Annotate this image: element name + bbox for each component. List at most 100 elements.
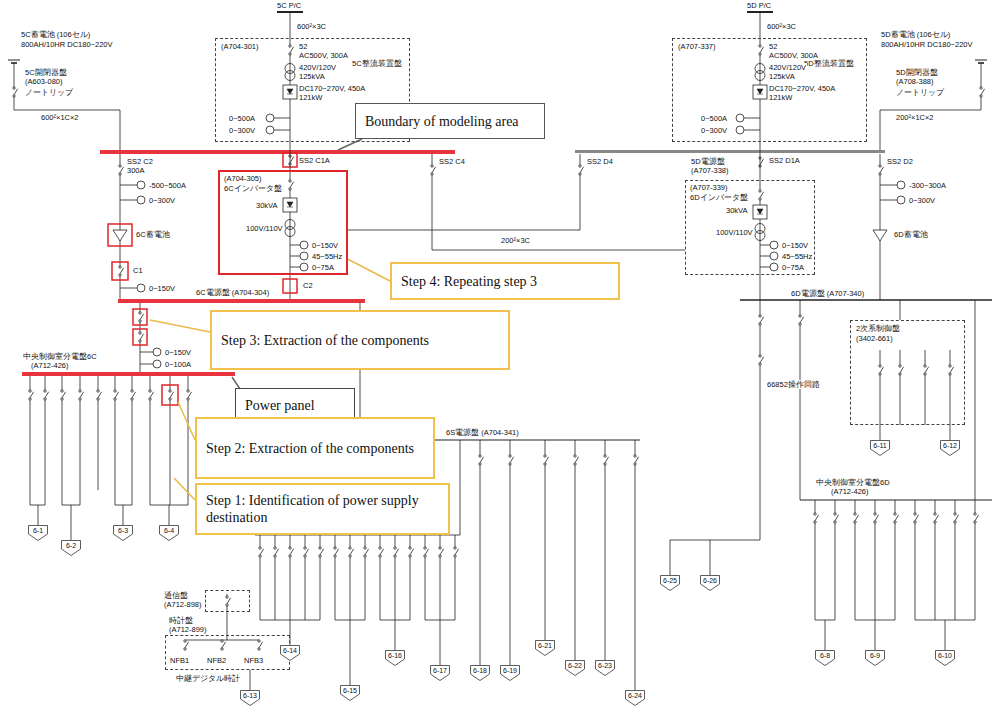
sheet-marker: 6-16 — [385, 650, 405, 666]
sheet-marker: 6-11 — [870, 440, 890, 456]
rating-label: 5D開閉器盤 — [895, 68, 939, 77]
breaker-symbol — [114, 390, 119, 400]
sheet-ref-number: 6-17 — [433, 665, 447, 675]
callout-pointer — [150, 320, 210, 332]
breaker-symbol — [759, 355, 764, 365]
breaker-symbol — [759, 45, 764, 55]
wire — [815, 500, 975, 650]
rating-label: AC500V, 300A — [298, 51, 349, 60]
sheet-marker: 6-4 — [159, 525, 179, 541]
breaker-symbol — [759, 190, 764, 200]
marker-pentagon — [160, 526, 179, 541]
rating-label: 100V/110V — [245, 224, 284, 233]
breaker-symbol — [894, 513, 899, 523]
rating-label: SS2 C4 — [438, 157, 466, 166]
panel-name: (A712-899) — [168, 625, 208, 634]
marker-pentagon — [596, 661, 615, 676]
rating-label: 6C電源盤 (A704-304) — [195, 288, 270, 297]
wire — [670, 300, 760, 575]
rating-label: SS2 D1A — [768, 156, 801, 165]
breaker-symbol — [226, 596, 231, 606]
sheet-marker: 6-1 — [28, 525, 48, 541]
callout-text: Power panel — [245, 397, 345, 414]
breaker-symbol — [424, 547, 429, 557]
meter-symbol — [300, 263, 308, 271]
breaker-symbol — [334, 547, 339, 557]
rating-label: 0~150V — [311, 241, 339, 250]
wire — [260, 620, 455, 685]
rating-label: 0~300V — [908, 196, 936, 205]
rating-label: 中央制御室分電盤6D — [815, 478, 891, 487]
rating-label: 6C蓄電池 — [135, 230, 171, 239]
rating-label: (A707-338) — [690, 166, 730, 175]
sheet-ref-number: 6-8 — [820, 650, 830, 660]
panel-name: 5C整流装置盤 — [351, 59, 403, 68]
red-highlight-band — [22, 372, 235, 376]
panel-name: 通信盤 — [163, 591, 189, 600]
panel-name: 2次系制御盤 — [855, 324, 901, 333]
converter-symbol — [283, 198, 297, 212]
rating-label: DC170~270V, 450A — [298, 84, 366, 93]
breaker-symbol — [924, 365, 929, 375]
rating-label: 420V/120V — [768, 63, 807, 72]
breaker-symbol — [139, 332, 144, 342]
sheet-ref-number: 6-2 — [66, 540, 76, 550]
sheet-ref-number: 6-26 — [703, 575, 717, 585]
sheet-marker: 6-17 — [430, 665, 450, 681]
marker-pentagon — [501, 666, 520, 681]
marker-pentagon — [941, 441, 960, 456]
breaker-symbol — [259, 547, 264, 557]
converter-symbol — [753, 205, 767, 219]
rating-label: 6S電源盤 (A704-341) — [445, 428, 520, 437]
sheet-marker: 6-8 — [815, 650, 835, 666]
meter-symbol — [736, 114, 744, 122]
callout-box: Step 2: Extraction of the components — [195, 417, 435, 479]
rating-label: 5C P/C — [276, 1, 302, 10]
transformer-symbol — [285, 220, 295, 237]
meter-symbol — [153, 360, 161, 368]
sheet-marker: 6-26 — [700, 575, 720, 591]
wire — [274, 12, 290, 142]
wire — [14, 12, 992, 690]
rating-label: 0~100A — [164, 360, 192, 369]
breaker-symbol — [13, 87, 18, 97]
rating-label: 5C蓄電池 (106セル) — [20, 30, 91, 39]
breaker-symbol — [544, 455, 549, 465]
breaker-symbol — [184, 640, 189, 650]
sheet-ref-number: 6-1 — [33, 525, 43, 535]
callout-text: Boundary of modeling area — [365, 113, 535, 130]
connector-line — [227, 612, 228, 635]
rating-label: SS2 C1A — [298, 156, 331, 165]
battery-symbol — [8, 60, 20, 63]
breaker-symbol — [980, 87, 985, 97]
panel-name: 6Cインバータ盤 — [223, 184, 283, 193]
breaker-symbol — [319, 547, 324, 557]
panel-name: (3402-661) — [855, 334, 894, 343]
sheet-marker: 6-15 — [340, 685, 360, 701]
sheet-ref-number: 6-4 — [164, 525, 174, 535]
rating-label: 0~300V — [148, 196, 176, 205]
panel-name: (A707-337) — [677, 42, 717, 51]
breaker-symbol — [799, 315, 804, 325]
callout-box: Boundary of modeling area — [355, 103, 545, 139]
rating-label: 30kVA — [725, 206, 749, 215]
rating-label: 100V/110V — [715, 228, 754, 237]
wire — [880, 154, 897, 300]
breaker-symbol — [634, 455, 639, 465]
sheet-marker: 6-2 — [61, 540, 81, 556]
callout-pointer — [174, 478, 195, 500]
rating-label: 0~300V — [228, 126, 256, 135]
callout-text: Step 4: Repeating step 3 — [401, 273, 609, 290]
red-highlight-box — [283, 279, 297, 293]
meter-symbol — [897, 196, 905, 204]
panel-name: 6Dインバータ盤 — [689, 193, 749, 202]
rating-label: C2 — [302, 281, 314, 290]
bus-bar — [575, 150, 885, 153]
breaker-symbol — [274, 547, 279, 557]
breaker-symbol — [899, 365, 904, 375]
wire — [800, 499, 992, 500]
rating-label: SS2 D2 — [886, 157, 914, 166]
breaker-symbol — [169, 390, 174, 400]
